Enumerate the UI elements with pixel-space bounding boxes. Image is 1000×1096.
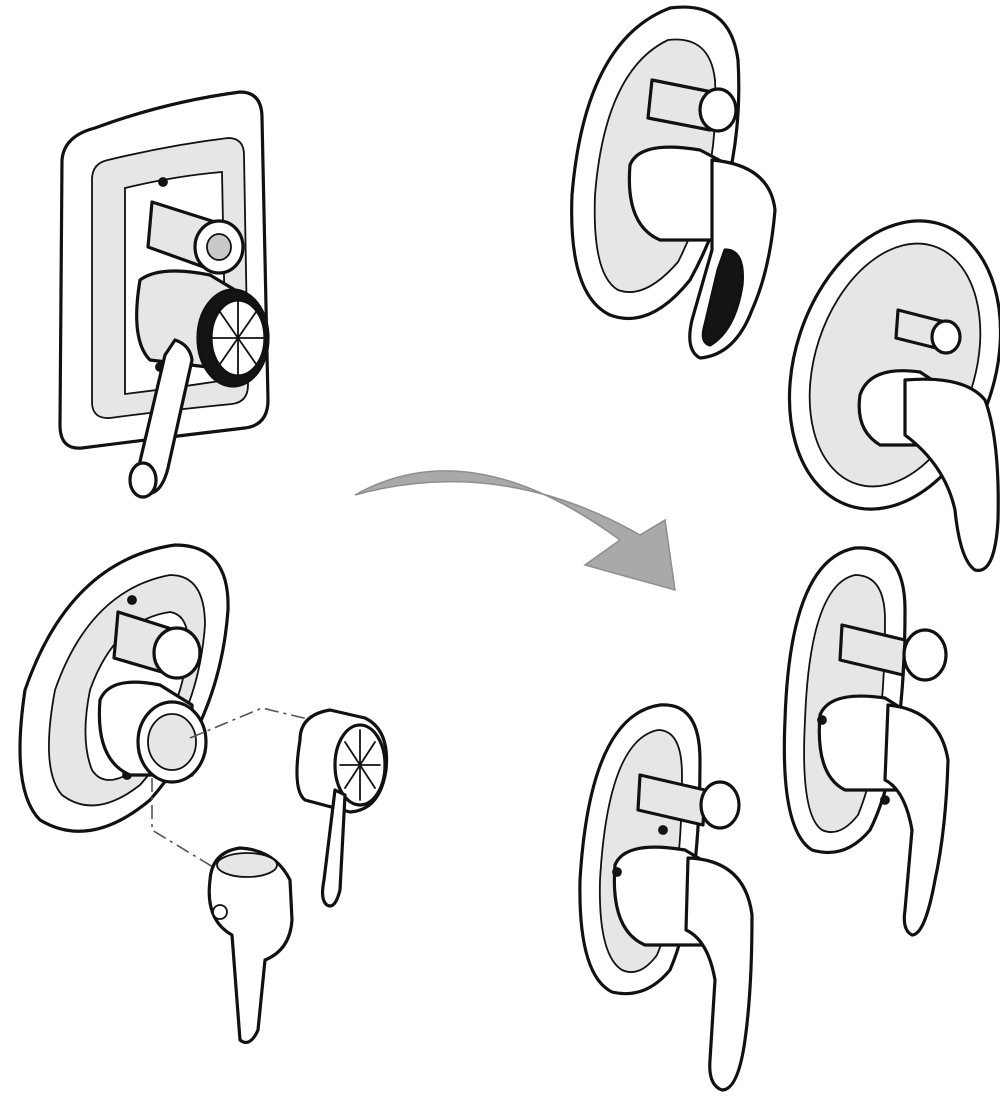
lever-handle-icon [207, 846, 294, 1044]
lever-cap-icon [295, 708, 389, 908]
square-plate-mixer-icon [58, 90, 270, 499]
curved-arrow-icon [354, 470, 676, 592]
round-plate-paddle-lever-icon [787, 219, 1000, 572]
oval-plate-rough-valve-icon [18, 543, 313, 871]
oval-plate-curved-lever-icon [578, 703, 754, 1092]
oval-plate-curved-lever-icon [782, 546, 950, 937]
oval-plate-loop-lever-icon [570, 5, 777, 360]
